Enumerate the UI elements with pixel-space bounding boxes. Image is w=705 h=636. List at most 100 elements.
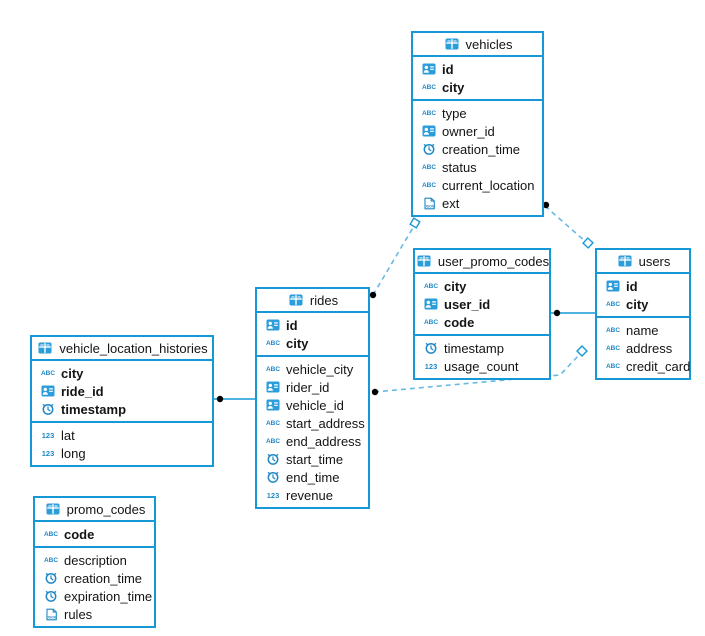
number-type-icon: 123 (424, 361, 438, 371)
table-header[interactable]: users (597, 250, 689, 274)
field-row-id[interactable]: id (257, 316, 368, 334)
field-row-vehicle_city[interactable]: ABC vehicle_city (257, 360, 368, 378)
field-label: type (442, 105, 467, 121)
cardinality-diamond (409, 217, 421, 229)
clock-icon (422, 341, 440, 355)
table-title: user_promo_codes (437, 253, 550, 269)
svg-text:JSON: JSON (46, 615, 56, 619)
table-icon (616, 255, 634, 267)
field-row-end_time[interactable]: end_time (257, 468, 368, 486)
field-label: user_id (444, 296, 491, 312)
id-badge-icon (264, 399, 282, 411)
table-header[interactable]: user_promo_codes (415, 250, 549, 274)
abc-text-type-icon: ABC (605, 344, 621, 352)
table-title: vehicle_location_histories (59, 340, 208, 356)
table-title: vehicles (465, 36, 513, 52)
abc-text-type-icon: ABC (265, 365, 281, 373)
field-label: name (626, 322, 659, 338)
field-row-timestamp[interactable]: timestamp (415, 339, 549, 357)
field-row-user_id[interactable]: user_id (415, 295, 549, 313)
relation-user_promo_codes-users[interactable] (551, 309, 595, 317)
abc-text-type-icon: ABC (265, 437, 281, 445)
field-label: ext (442, 195, 460, 211)
table-header[interactable]: vehicles (413, 33, 542, 57)
relation-rides-vehicles[interactable] (369, 217, 421, 299)
field-row-creation_time[interactable]: creation_time (35, 569, 154, 587)
table-header[interactable]: rides (257, 289, 368, 313)
field-row-start_time[interactable]: start_time (257, 450, 368, 468)
cardinality-diamond (582, 237, 594, 249)
relation-line[interactable] (372, 225, 415, 296)
field-label: id (626, 278, 638, 294)
field-row-end_address[interactable]: ABC end_address (257, 432, 368, 450)
field-label: end_time (286, 469, 340, 485)
abc-text-type-icon: ABC (421, 109, 437, 117)
relation-rides-users[interactable] (371, 345, 588, 396)
field-label: end_address (286, 433, 362, 449)
field-row-ride_id[interactable]: ride_id (32, 382, 212, 400)
field-label: timestamp (61, 401, 127, 417)
relation-line[interactable] (373, 352, 582, 393)
abc-text-type-icon: ABC (265, 339, 281, 347)
field-row-timestamp[interactable]: timestamp (32, 400, 212, 418)
field-row-name[interactable]: ABC name (597, 321, 689, 339)
field-row-owner_id[interactable]: owner_id (413, 122, 542, 140)
field-label: start_address (286, 415, 365, 431)
relation-vehicles-users[interactable] (542, 201, 594, 249)
field-label: lat (61, 427, 75, 443)
field-row-type[interactable]: ABC type (413, 104, 542, 122)
field-label: city (444, 278, 467, 294)
field-row-creation_time[interactable]: creation_time (413, 140, 542, 158)
field-row-rider_id[interactable]: rider_id (257, 378, 368, 396)
field-row-id[interactable]: id (597, 277, 689, 295)
table-header[interactable]: vehicle_location_histories (32, 337, 212, 361)
relation-line[interactable] (544, 205, 587, 243)
field-label: vehicle_city (286, 361, 354, 377)
cardinality-dot (553, 309, 561, 317)
abc-text-type-icon: ABC (605, 326, 621, 334)
field-label: creation_time (442, 141, 521, 157)
cardinality-diamond (576, 345, 588, 357)
abc-text-type-icon: ABC (421, 181, 437, 189)
field-row-id[interactable]: id (413, 60, 542, 78)
field-row-expiration_time[interactable]: expiration_time (35, 587, 154, 605)
cardinality-dot (369, 291, 377, 299)
table-header[interactable]: promo_codes (35, 498, 154, 522)
clock-icon (264, 452, 282, 466)
field-label: ride_id (61, 383, 104, 399)
field-row-vehicle_id[interactable]: vehicle_id (257, 396, 368, 414)
abc-text-type-icon: ABC (43, 530, 59, 538)
relation-vehicle_location_histories-rides[interactable] (214, 395, 255, 403)
